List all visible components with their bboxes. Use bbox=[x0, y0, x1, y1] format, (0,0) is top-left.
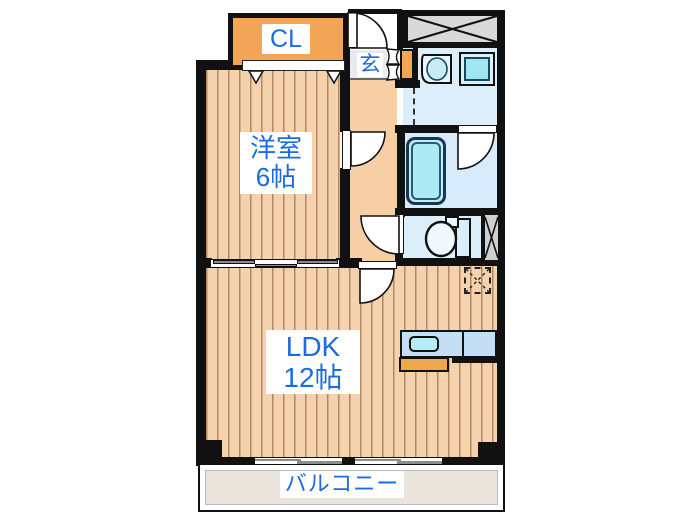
bathtub-icon bbox=[406, 137, 446, 205]
balcony-label: バルコニー bbox=[280, 471, 404, 498]
wall-bath-left bbox=[397, 133, 405, 217]
sliding-panel bbox=[213, 260, 255, 264]
entrance-door-swing-icon bbox=[347, 12, 388, 49]
kitchen-counter-divider bbox=[462, 332, 464, 356]
closet-folding-door-icon bbox=[242, 60, 345, 71]
sliding-partition-track bbox=[210, 259, 340, 268]
sliding-panel bbox=[255, 263, 297, 267]
wall-westernroom-right-upper bbox=[340, 48, 350, 132]
closet-hanger-left-icon bbox=[247, 70, 265, 85]
closet-hanger-right-icon bbox=[325, 70, 343, 85]
washing-machine-pan-icon bbox=[459, 52, 495, 86]
shoe-cabinet bbox=[400, 49, 414, 80]
wall-ldk-door-stub bbox=[336, 258, 362, 268]
wall-right bbox=[497, 10, 505, 467]
wall-bottom-right-step bbox=[478, 442, 505, 467]
entrance-label: 玄 bbox=[357, 53, 383, 77]
wall-shoebox-washroom bbox=[413, 48, 418, 88]
toilet-icon bbox=[424, 216, 471, 258]
kitchen-cabinet bbox=[399, 357, 449, 372]
bathroom-door-swing-icon bbox=[457, 132, 495, 170]
window-pane bbox=[355, 458, 401, 461]
bathtub-inner bbox=[411, 142, 441, 200]
wall-bath-toilet bbox=[395, 208, 497, 216]
wall-partition-left-stub bbox=[196, 258, 212, 268]
refrigerator-space bbox=[464, 267, 491, 294]
wall-top-left bbox=[196, 60, 242, 70]
washing-machine-inner bbox=[464, 57, 490, 81]
washbasin-icon bbox=[421, 54, 452, 84]
western-room-label: 洋室 6帖 bbox=[240, 132, 312, 194]
closet-label: CL bbox=[262, 24, 310, 54]
wall-bottom-mullion bbox=[342, 457, 355, 466]
wall-toilet-bottom bbox=[395, 258, 505, 266]
ldk-label: LDK 12帖 bbox=[266, 330, 360, 394]
pipe-space-cross-icon bbox=[484, 216, 499, 259]
ldk-size: 12帖 bbox=[283, 362, 343, 393]
entrance-door-chevron-icon bbox=[385, 48, 401, 81]
meter-box-cross-icon bbox=[407, 15, 498, 43]
kitchen-sink-icon bbox=[409, 336, 439, 352]
wall-bottom-left-band bbox=[196, 457, 255, 466]
refrigerator-space-cross-icon bbox=[465, 268, 490, 293]
wall-entrance-top bbox=[348, 9, 402, 14]
window-pane bbox=[297, 461, 342, 464]
ldk-name: LDK bbox=[285, 330, 341, 362]
balcony-window-right-icon bbox=[355, 457, 442, 465]
wall-westernroom-right-lower bbox=[340, 168, 350, 260]
wall-bottom-right-band bbox=[442, 457, 505, 466]
kitchen-counter bbox=[400, 330, 497, 358]
toilet-door-swing-icon bbox=[360, 215, 400, 255]
balcony-window-left-icon bbox=[255, 457, 342, 465]
window-pane bbox=[397, 461, 442, 464]
wall-kitchen-stub bbox=[452, 356, 497, 363]
window-pane bbox=[255, 458, 301, 461]
wall-under-shoebox bbox=[395, 80, 420, 88]
westernroom-door-swing-icon bbox=[350, 131, 386, 167]
ldk-door-swing-icon bbox=[359, 268, 395, 304]
washroom-accordion-door bbox=[413, 88, 415, 125]
western-room-size: 6帖 bbox=[255, 162, 297, 192]
western-room-name: 洋室 bbox=[249, 132, 302, 163]
wall-washroom-bath bbox=[395, 125, 460, 133]
pipe-space bbox=[481, 215, 498, 260]
sliding-panel bbox=[297, 260, 338, 264]
wall-entrance-right bbox=[397, 10, 403, 50]
